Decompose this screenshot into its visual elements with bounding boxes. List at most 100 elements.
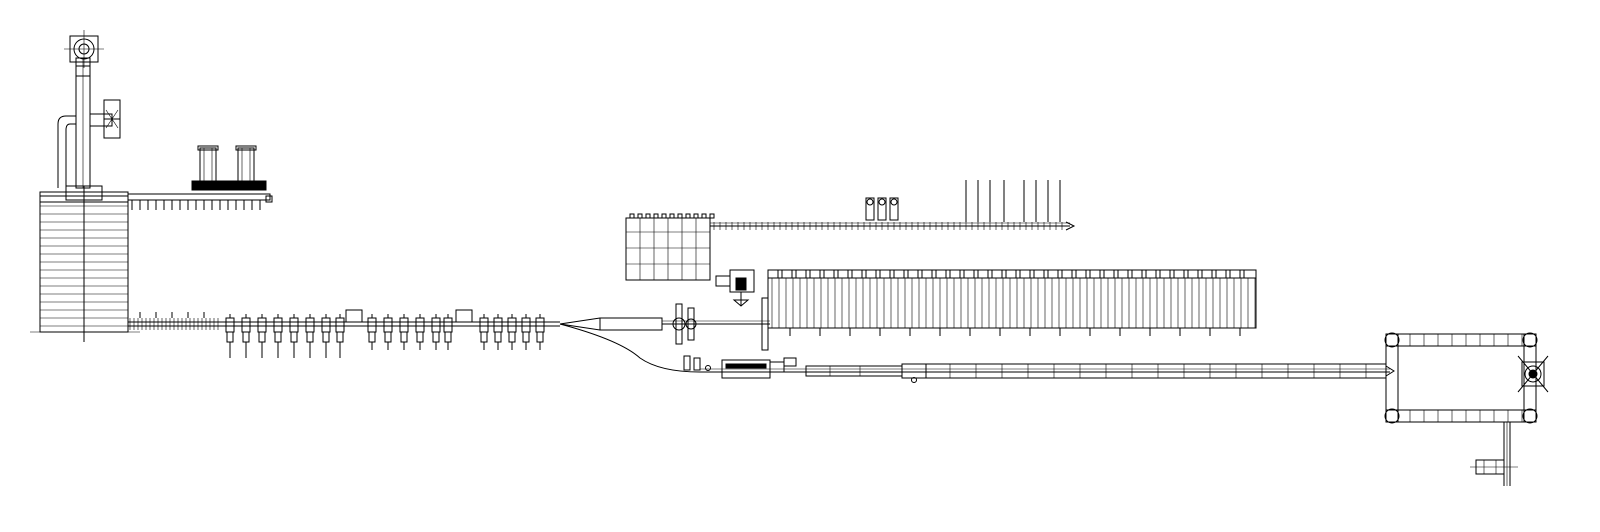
mill-stand — [367, 314, 377, 350]
cooling-notch — [1225, 269, 1231, 279]
cooling-notch — [1141, 269, 1147, 279]
mill-stand-motor — [384, 331, 392, 343]
finishing-cap — [693, 213, 699, 219]
cooling-notch — [1029, 269, 1035, 279]
cooling-notch — [1043, 269, 1049, 279]
mill-stand-motor — [444, 331, 452, 343]
mill-stand — [289, 314, 299, 358]
mill-stand — [479, 314, 489, 350]
mill-stand-housing — [493, 317, 503, 333]
cooling-notch — [1155, 269, 1161, 279]
coiler — [1517, 355, 1549, 393]
mill-stand-housing — [367, 317, 377, 333]
finishing-cap — [661, 213, 667, 219]
mill-stand-housing — [289, 317, 299, 333]
cooling-notch — [1127, 269, 1133, 279]
finishing-cap — [701, 213, 707, 219]
coil-loop — [1384, 332, 1549, 486]
finishing-block — [625, 180, 1076, 281]
mill-stand-motor — [416, 331, 424, 343]
cooling-notch — [861, 269, 867, 279]
mill-stand — [521, 314, 531, 350]
mill-stand-motor — [226, 331, 234, 343]
cooling-notch — [931, 269, 937, 279]
cooling-notch — [1057, 269, 1063, 279]
roughing-rollers — [129, 312, 219, 330]
cooling-notch — [1169, 269, 1175, 279]
upper-line-stands — [865, 197, 899, 221]
mill-stand-motor — [480, 331, 488, 343]
mill-stand — [273, 314, 283, 358]
mill-stand-housing — [535, 317, 545, 333]
cooling-notch — [1113, 269, 1119, 279]
mill-stand — [493, 314, 503, 350]
cooling-notch — [945, 269, 951, 279]
mill-stand-motor — [274, 331, 282, 343]
mill-stands — [225, 314, 545, 358]
runout-dividers — [949, 364, 1367, 378]
mill-stand-housing — [443, 317, 453, 333]
cooling-notch — [1085, 269, 1091, 279]
mill-stand-housing — [335, 317, 345, 333]
mill-stand — [241, 314, 251, 358]
lower-branch-line — [683, 355, 1395, 383]
mill-stand-motor — [522, 331, 530, 343]
cooling-notch — [959, 269, 965, 279]
finishing-cap — [669, 213, 675, 219]
mill-stand-housing — [225, 317, 235, 333]
upper-line-rollers — [713, 222, 1063, 230]
cooling-notch — [1099, 269, 1105, 279]
mill-stand-housing — [273, 317, 283, 333]
mill-stand-motor — [242, 331, 250, 343]
mill-stand-motor — [494, 331, 502, 343]
mill-stand-motor — [432, 331, 440, 343]
mill-stand-motor — [290, 331, 298, 343]
mill-stand-housing — [383, 317, 393, 333]
mill-stand-housing — [257, 317, 267, 333]
shear-section — [599, 297, 770, 351]
cooling-notch — [1001, 269, 1007, 279]
mill-stand — [257, 314, 267, 358]
mill-stand — [443, 314, 453, 350]
mill-stand — [415, 314, 425, 350]
cooling-notch — [889, 269, 895, 279]
cooling-notch — [917, 269, 923, 279]
upper-rollers — [131, 200, 261, 210]
finishing-cap — [645, 213, 651, 219]
cooling-notch — [1015, 269, 1021, 279]
cooling-notch — [819, 269, 825, 279]
cooling-notch — [833, 269, 839, 279]
cooling-notch — [805, 269, 811, 279]
mill-stand-housing — [305, 317, 315, 333]
mill-train — [128, 309, 701, 373]
mill-stand — [225, 314, 235, 358]
mill-stand-housing — [507, 317, 517, 333]
finishing-cap — [709, 213, 715, 219]
mill-stand — [335, 314, 345, 358]
cooling-bars — [771, 269, 1256, 328]
mill-stand — [507, 314, 517, 350]
cooling-notch — [987, 269, 993, 279]
mill-stand-motor — [322, 331, 330, 343]
cooling-bed — [715, 269, 1257, 336]
mill-stand-motor — [336, 331, 344, 343]
cooling-notch — [903, 269, 909, 279]
cooling-notch — [1183, 269, 1189, 279]
mill-stand-motor — [536, 331, 544, 343]
cooling-notch — [847, 269, 853, 279]
cooling-notch — [1239, 269, 1245, 279]
mill-stand-motor — [258, 331, 266, 343]
mill-stand-motor — [400, 331, 408, 343]
finishing-cap — [677, 213, 683, 219]
cooling-notch — [875, 269, 881, 279]
cooling-notch — [1211, 269, 1217, 279]
mill-stand — [399, 314, 409, 350]
mill-stand — [431, 314, 441, 350]
mill-stand-motor — [368, 331, 376, 343]
mill-stand — [305, 314, 315, 358]
cooling-notch — [973, 269, 979, 279]
loop-dividers — [1409, 334, 1523, 422]
mill-stand — [321, 314, 331, 358]
cooling-notch — [1071, 269, 1077, 279]
